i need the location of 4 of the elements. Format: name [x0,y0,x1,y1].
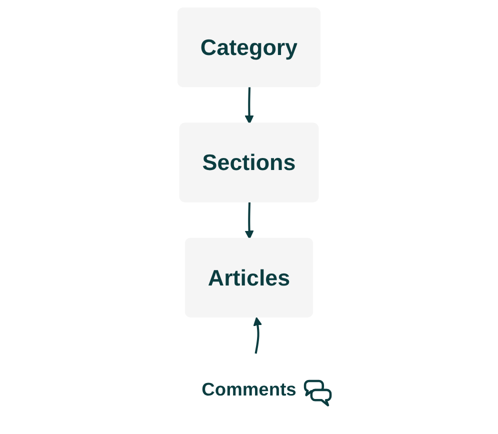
node-text: Comments [202,378,296,400]
arrow [253,316,262,354]
arrow [244,202,254,240]
arrow [244,87,254,124]
